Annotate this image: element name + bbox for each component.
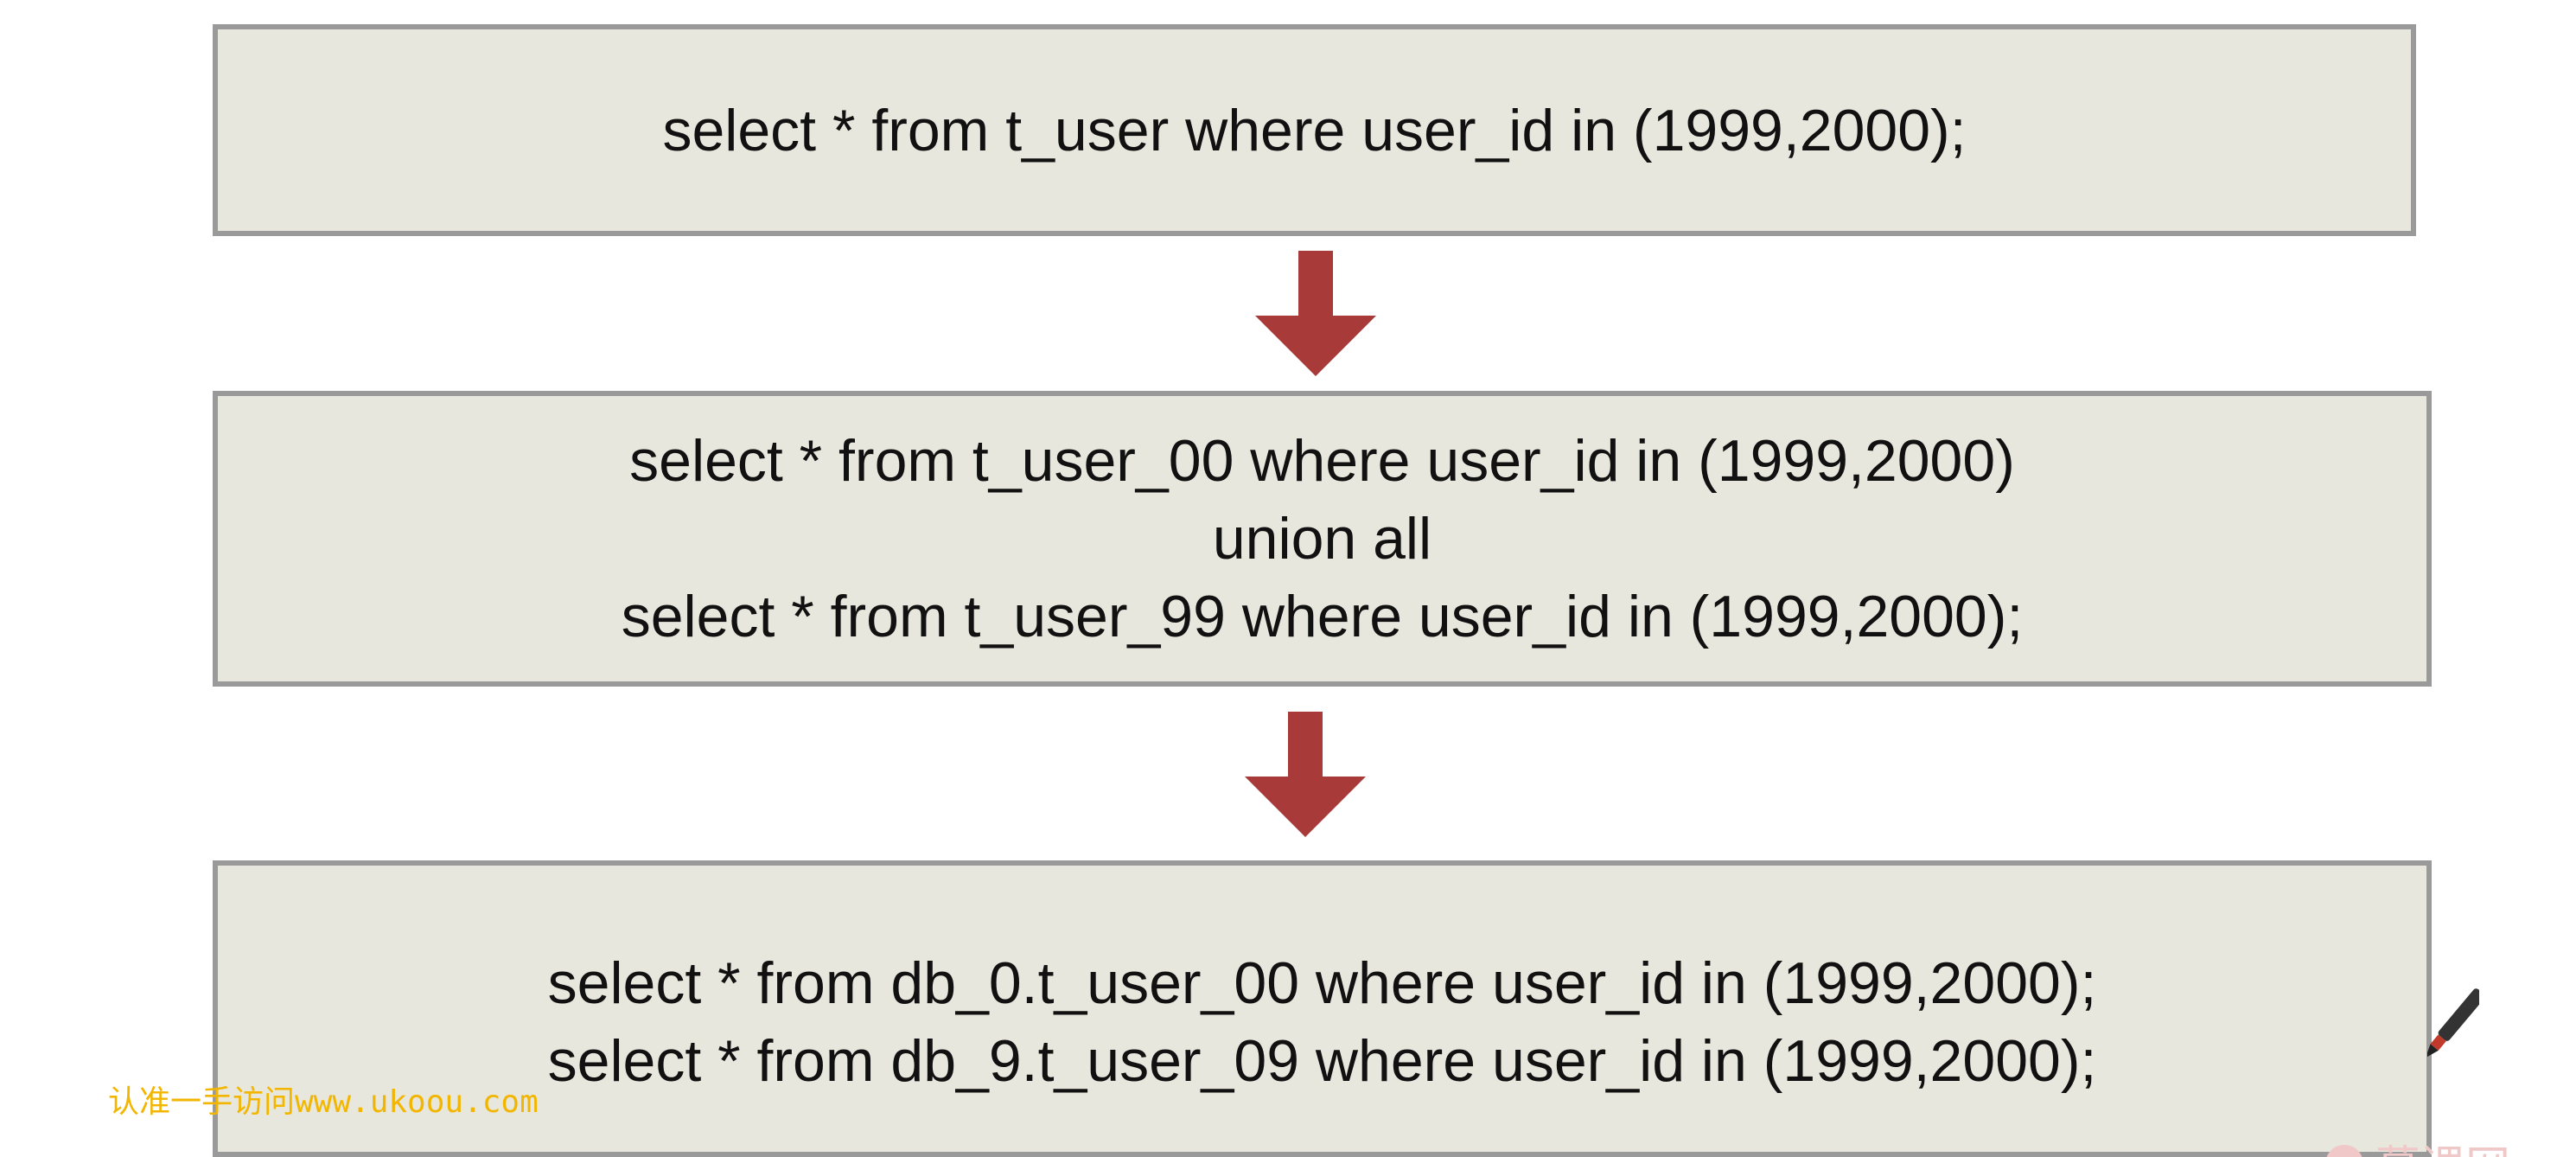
sql-step-table-sharded-query: select * from t_user_00 where user_id in… xyxy=(213,391,2432,687)
down-arrow-icon xyxy=(1255,251,1376,376)
sql-union-line: union all xyxy=(1212,506,1432,572)
brand-logo: 慕课网 xyxy=(2325,1131,2510,1157)
sql-line: select * from t_user_99 where user_id in… xyxy=(621,584,2024,649)
sql-step-database-routed-query: select * from db_0.t_user_00 where user_… xyxy=(213,860,2432,1157)
sql-line: select * from t_user where user_id in (1… xyxy=(662,97,1967,163)
brand-logo-text: 慕课网 xyxy=(2375,1131,2510,1157)
watermark-text: 认准一手访问www.ukoou.com xyxy=(108,1084,539,1120)
sql-line: select * from t_user_00 where user_id in… xyxy=(629,428,2015,494)
brand-logo-icon xyxy=(2325,1144,2363,1157)
sql-line: select * from db_0.t_user_00 where user_… xyxy=(547,949,2097,1016)
sql-line: select * from db_9.t_user_09 where user_… xyxy=(547,1027,2097,1094)
down-arrow-icon xyxy=(1245,712,1366,837)
pen-icon xyxy=(2427,988,2479,1058)
sql-step-original-query: select * from t_user where user_id in (1… xyxy=(213,24,2416,236)
